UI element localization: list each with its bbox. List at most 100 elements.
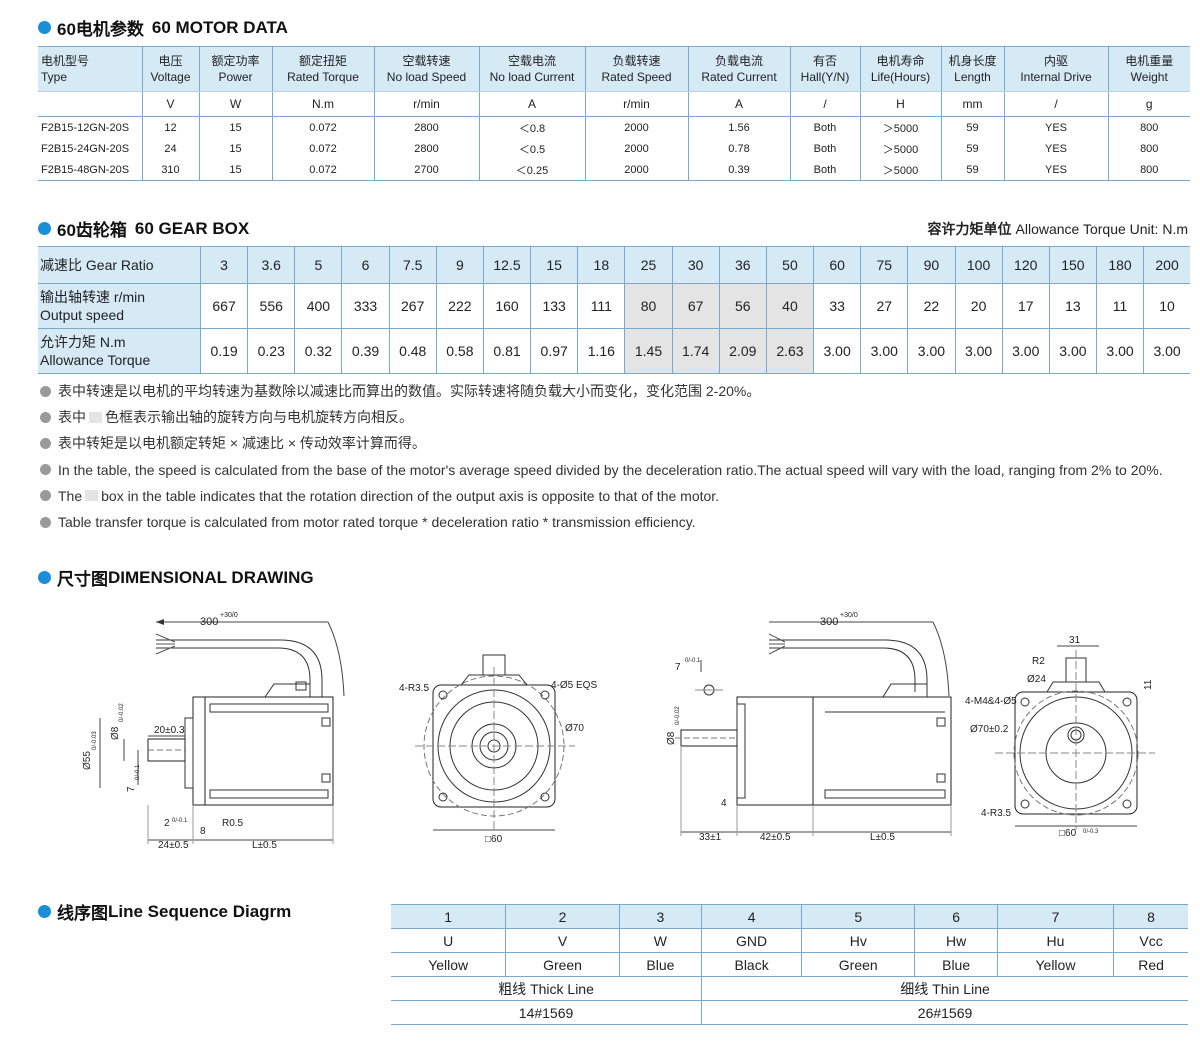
sequence-color-cell: Yellow <box>391 952 506 977</box>
motor-data-cell: ＞5000 <box>859 159 941 181</box>
sequence-number-cell: 7 <box>996 904 1114 929</box>
motor-data-cell: 0.072 <box>271 159 374 181</box>
sequence-color-cell: Green <box>505 952 620 977</box>
gear-ratio-cell: 75 <box>860 246 908 284</box>
motor-header-cn: 有否 <box>812 54 837 68</box>
motor-data-cell: YES <box>1003 159 1108 181</box>
motor-header-en: Hall(Y/N) <box>800 70 850 84</box>
motor-data-cell: ＞5000 <box>859 116 941 138</box>
drawing-section-title: 尺寸图 DIMENSIONAL DRAWING <box>38 565 314 590</box>
motor-data-cell: F2B15-12GN-20S <box>41 121 130 134</box>
dim-L: L±0.5 <box>870 832 895 843</box>
dim-24: 24±0.5 <box>158 840 189 851</box>
allowance-torque-cell: 2.09 <box>718 328 767 374</box>
gear-ratio-cell: 15 <box>530 246 578 284</box>
motor-header-cell: 有否 Hall(Y/N) <box>789 46 860 92</box>
gear-ratio-cell: 200 <box>1143 246 1190 284</box>
motor-header-cn: 空载转速 <box>402 54 451 68</box>
sequence-wire-spec-row: 14#1569 26#1569 <box>391 1000 1188 1025</box>
output-speed-cell: 333 <box>341 283 390 329</box>
allowance-torque-cell: 0.23 <box>247 328 295 374</box>
torque-label-cn: 允许力矩 N.m <box>40 334 126 350</box>
allowance-torque-cell: 3.00 <box>907 328 955 374</box>
output-speed-cell: 556 <box>247 283 295 329</box>
gear-section-title: 60齿轮箱 60 GEAR BOX <box>38 216 249 241</box>
note-text: In the table, the speed is calculated fr… <box>58 461 1163 478</box>
motor-header-en: Voltage <box>150 70 191 84</box>
motor-header-en: Internal Drive <box>1020 70 1092 84</box>
motor-data-cell: 800 <box>1107 138 1190 159</box>
notes-list: 表中转速是以电机的平均转速为基数除以减速比而算出的数值。实际转速将随负载大小而变… <box>40 378 1163 535</box>
gear-ratio-cell: 12.5 <box>482 246 531 284</box>
note-text: Table transfer torque is calculated from… <box>58 514 696 531</box>
allowance-torque-cell: 3.00 <box>813 328 861 374</box>
motor-header-en: Length <box>954 70 991 84</box>
bullet-dot-icon <box>40 437 51 449</box>
motor-data-cell: 59 <box>940 159 1004 181</box>
output-speed-cell: 10 <box>1143 283 1190 329</box>
motor-data-cell: 59 <box>940 138 1004 159</box>
motor-front-view-drawing: 4-R3.5 4-Ø5 EQS Ø70 □60 <box>399 654 597 845</box>
note-text: 表中 <box>58 409 86 426</box>
output-speed-cell: 667 <box>199 283 248 329</box>
dim-sq60: □60 <box>485 834 503 845</box>
bullet-dot-icon <box>38 222 51 235</box>
drawing-title-en: DIMENSIONAL DRAWING <box>108 567 314 587</box>
dim-two-tol: 0/-0.1 <box>172 818 188 824</box>
allowance-torque-cell: 0.39 <box>341 328 390 374</box>
motor-unit-cell: / <box>789 91 860 117</box>
motor-unit-cell: mm <box>940 91 1004 117</box>
motor-header-cn: 负载转速 <box>612 54 661 68</box>
motor-data-cell: YES <box>1003 138 1108 159</box>
allowance-torque-cell: 1.45 <box>624 328 673 374</box>
gear-ratio-cell: 150 <box>1048 246 1097 284</box>
motor-data-cell: 2700 <box>373 159 479 181</box>
motor-title-en: 60 MOTOR DATA <box>151 17 288 37</box>
dim-31: 31 <box>1069 635 1081 646</box>
motor-header-en: Power <box>218 70 253 84</box>
dim-4o5: 4-Ø5 EQS <box>551 680 597 691</box>
motor-header-cell: 空载电流 No load Current <box>478 46 585 92</box>
allowance-torque-cell: 3.00 <box>1048 328 1097 374</box>
gear-ratio-cell: 100 <box>954 246 1003 284</box>
reverse-box-swatch <box>89 411 102 423</box>
motor-data-cell: Both <box>789 159 860 181</box>
allowance-torque-cell: 2.63 <box>765 328 814 374</box>
allowance-torque-cell: 0.58 <box>435 328 484 374</box>
gear-ratio-cell: 120 <box>1001 246 1050 284</box>
allowance-torque-cell: 0.19 <box>199 328 248 374</box>
motor-header-en: No load Current <box>489 70 575 84</box>
motor-unit-cell: W <box>198 91 272 117</box>
motor-unit-cell: A <box>687 91 790 117</box>
thin-line-spec: 26#1569 <box>701 1000 1188 1025</box>
note-text: The <box>58 487 83 504</box>
sequence-color-cell: Blue <box>618 952 702 977</box>
dim-cable-length: 300 <box>820 616 838 628</box>
motor-data-cell: 0.072 <box>271 138 374 159</box>
gearmotor-side-view-drawing: 300 +30/0 7 0/-0.1 Ø8 0/-0.02 4 33±1 42±… <box>666 612 952 843</box>
output-speed-cell: 80 <box>624 283 673 329</box>
motor-header-cn: 负载电流 <box>714 54 763 68</box>
motor-header-cn: 空载电流 <box>507 54 556 68</box>
wire-ends <box>155 633 176 655</box>
gear-ratio-cell: 90 <box>907 246 955 284</box>
motor-header-cn: 电机型号 <box>41 54 90 68</box>
gear-ratio-cell: 5 <box>294 246 342 284</box>
thick-line-label: 粗线 Thick Line <box>391 976 702 1001</box>
motor-header-en: Type <box>41 70 68 84</box>
gear-title-cn: 60齿轮箱 <box>57 221 127 240</box>
thin-line-label: 细线 Thin Line <box>701 976 1188 1001</box>
dim-key: 7 <box>675 662 681 673</box>
